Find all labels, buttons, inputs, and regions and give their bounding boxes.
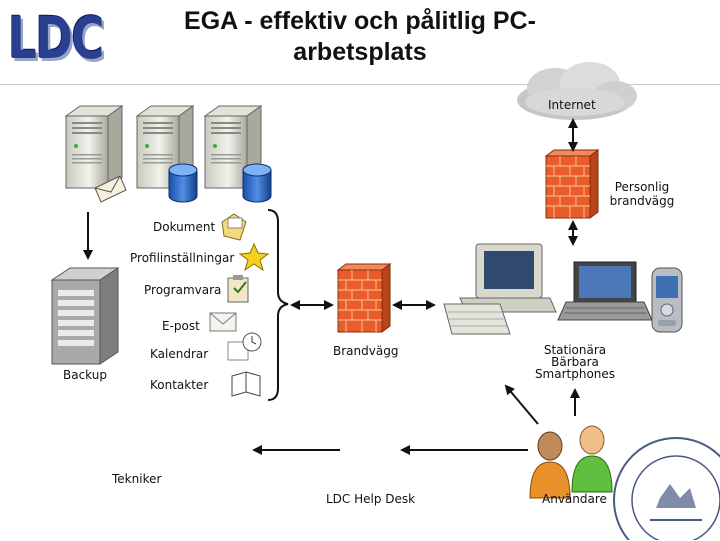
title-line-1: EGA - effektiv och pålitlig PC- [184,7,536,35]
title-line-2: arbetsplats [293,38,427,66]
file-server-icon [65,105,123,189]
backup-server-icon [50,267,120,365]
address-book-icon [231,371,261,397]
software-label: Programvara [144,283,222,297]
personal-firewall-label: Personlig brandvägg [604,180,680,208]
cloud-icon [517,62,637,120]
slide-title: EGA - effektiv och pålitlig PC- arbetspl… [140,6,580,68]
helpdesk-label: LDC Help Desk [326,492,416,506]
university-seal-icon [613,437,720,540]
devices-label-smartphone: Smartphones [534,367,616,381]
database-icon [168,163,198,203]
backup-label: Backup [63,368,107,382]
technicians-label: Tekniker [112,472,162,486]
personal-firewall-icon [545,149,599,219]
clock-icon [227,332,262,361]
users-label: Användare [542,492,607,506]
clipboard-icon [227,275,249,303]
desktop-computer-icon [443,243,557,335]
dokument-label: Dokument [153,220,216,234]
items-brace [267,209,289,401]
smartphone-icon [651,267,683,333]
firewall-icon [337,263,391,333]
arrow-users-helpdesk [504,384,539,425]
star-icon [238,242,270,272]
devices-label: Stationära Bärbara Smartphones [530,344,620,380]
devices-label-laptop: Bärbara [551,355,599,369]
database-icon [242,163,272,203]
mail-icon [209,312,237,332]
personal-firewall-label-line2: brandvägg [609,194,675,208]
laptop-icon [557,261,653,321]
devices-label-desktop: Stationära [543,343,607,357]
internet-label: Internet [548,98,596,112]
email-label: E-post [162,319,200,333]
ldc-logo: LDC [8,4,104,72]
folder-icon [221,213,247,241]
profile-settings-label: Profilinställningar [130,251,235,265]
calendars-label: Kalendrar [150,347,209,361]
slide-header: LDC EGA - effektiv och pålitlig PC- arbe… [0,0,720,84]
firewall-label: Brandvägg [333,344,399,358]
personal-firewall-label-line1: Personlig [614,180,670,194]
end-user-icon [529,425,613,499]
mail-icon [94,175,127,203]
contacts-label: Kontakter [150,378,209,392]
